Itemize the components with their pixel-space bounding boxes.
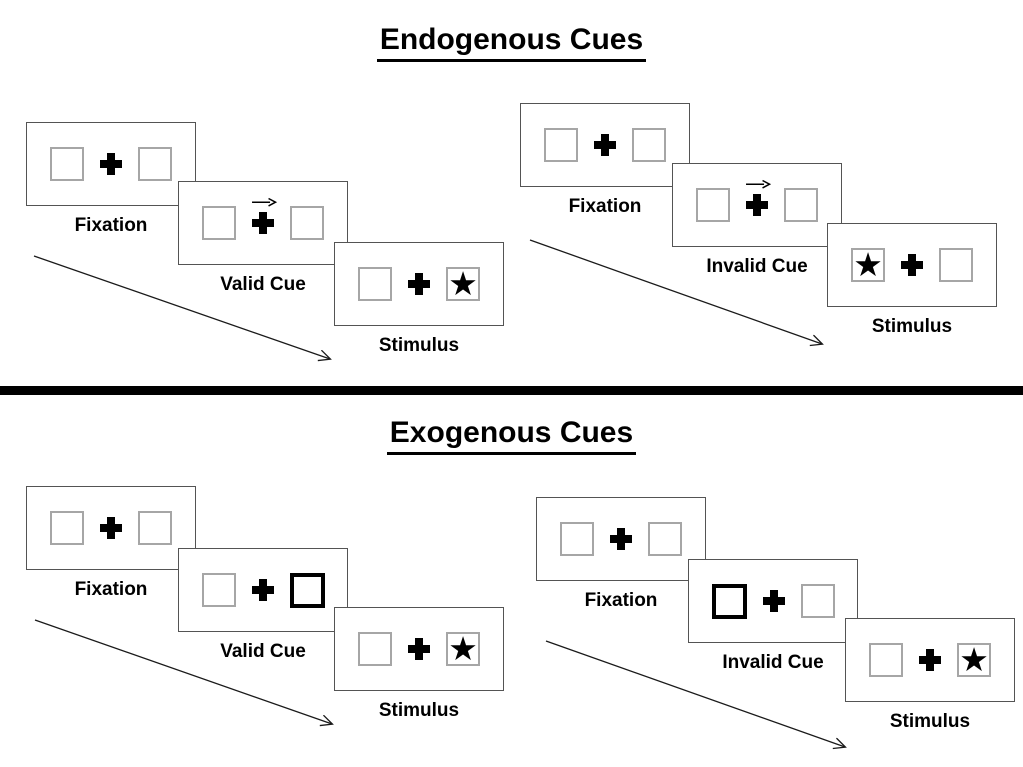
panel-endogenous-valid-stimulus: ★ Stimulus [334, 242, 504, 357]
sequence-arrow-exogenous-invalid [545, 640, 845, 747]
screen-frame [178, 548, 348, 632]
fixation-cross-icon [251, 579, 274, 601]
step-label: Valid Cue [220, 641, 306, 662]
exogenous-cue-box-left [711, 583, 747, 619]
fixation-cross-icon [408, 638, 430, 660]
placeholder-box-left [358, 267, 392, 301]
screen-frame [26, 122, 196, 206]
step-label: Fixation [568, 196, 642, 217]
section-title-endogenous: Endogenous Cues [0, 23, 1023, 62]
screen-frame: ★ [334, 607, 504, 691]
fixation-cross-icon [252, 197, 278, 234]
placeholder-box-left [202, 206, 236, 240]
screen-frame: ★ [845, 618, 1015, 702]
placeholder-box-right [138, 511, 172, 545]
star-stimulus-icon: ★ [448, 630, 478, 667]
screen-frame [178, 181, 348, 265]
star-stimulus-icon: ★ [853, 246, 883, 283]
fixation-cross-icon [100, 517, 122, 539]
stimulus-box-right: ★ [446, 267, 480, 301]
screen-frame [688, 559, 858, 643]
screen-frame [672, 163, 842, 247]
placeholder-box-left [50, 147, 84, 181]
section-title-exogenous-text: Exogenous Cues [386, 416, 637, 455]
panel-exogenous-invalid-stimulus: ★ Stimulus [845, 618, 1015, 733]
placeholder-box-right [939, 248, 973, 282]
step-label: Fixation [584, 590, 658, 611]
placeholder-box-right [138, 147, 172, 181]
placeholder-box-right [290, 206, 324, 240]
fixation-cross-icon [610, 528, 632, 550]
step-label: Invalid Cue [706, 256, 808, 277]
panel-exogenous-valid-stimulus: ★ Stimulus [334, 607, 504, 722]
placeholder-box-right [784, 188, 818, 222]
placeholder-box-left [50, 511, 84, 545]
placeholder-box-right [648, 522, 682, 556]
step-label: Fixation [74, 579, 148, 600]
screen-frame [520, 103, 690, 187]
panel-endogenous-invalid-cue: Invalid Cue [672, 163, 842, 278]
step-label: Stimulus [871, 316, 953, 337]
panel-endogenous-invalid-fixation: Fixation [520, 103, 690, 218]
panel-endogenous-invalid-stimulus: ★ Stimulus [827, 223, 997, 338]
screen-frame: ★ [827, 223, 997, 307]
placeholder-box-left [560, 522, 594, 556]
fixation-cross-icon [594, 134, 616, 156]
step-label: Stimulus [378, 335, 460, 356]
placeholder-box-right [800, 584, 835, 618]
panel-exogenous-invalid-cue: Invalid Cue [688, 559, 858, 674]
panel-endogenous-valid-cue: Valid Cue [178, 181, 348, 296]
step-label: Stimulus [378, 700, 460, 721]
placeholder-box-right [632, 128, 666, 162]
sequence-arrow-endogenous-invalid [529, 239, 822, 344]
fixation-cross-icon [919, 649, 941, 671]
step-label: Valid Cue [220, 274, 306, 295]
screen-frame [536, 497, 706, 581]
fixation-cross-icon [762, 590, 785, 612]
star-stimulus-icon: ★ [448, 265, 478, 302]
screen-frame [26, 486, 196, 570]
fixation-cross-icon [746, 179, 772, 216]
panel-exogenous-valid-fixation: Fixation [26, 486, 196, 601]
step-label: Stimulus [889, 711, 971, 732]
panel-exogenous-invalid-fixation: Fixation [536, 497, 706, 612]
step-label: Invalid Cue [722, 652, 824, 673]
star-stimulus-icon: ★ [959, 641, 989, 678]
stimulus-box-left: ★ [851, 248, 885, 282]
cue-arrow-right-icon [746, 179, 772, 189]
section-title-exogenous: Exogenous Cues [0, 416, 1023, 455]
section-divider [0, 386, 1023, 395]
placeholder-box-left [869, 643, 903, 677]
placeholder-box-left [358, 632, 392, 666]
step-label: Fixation [74, 215, 148, 236]
panel-endogenous-valid-fixation: Fixation [26, 122, 196, 237]
stimulus-box-right: ★ [957, 643, 991, 677]
panel-exogenous-valid-cue: Valid Cue [178, 548, 348, 663]
fixation-cross-icon [901, 254, 923, 276]
fixation-cross-icon [100, 153, 122, 175]
placeholder-box-left [544, 128, 578, 162]
cue-arrow-right-icon [252, 197, 278, 207]
fixation-cross-icon [408, 273, 430, 295]
section-title-endogenous-text: Endogenous Cues [376, 23, 647, 62]
sequence-arrow-endogenous-valid [33, 255, 330, 359]
placeholder-box-left [696, 188, 730, 222]
sequence-arrow-exogenous-valid [34, 619, 332, 724]
stimulus-box-right: ★ [446, 632, 480, 666]
screen-frame: ★ [334, 242, 504, 326]
placeholder-box-left [201, 573, 236, 607]
exogenous-cue-box-right [289, 572, 325, 608]
